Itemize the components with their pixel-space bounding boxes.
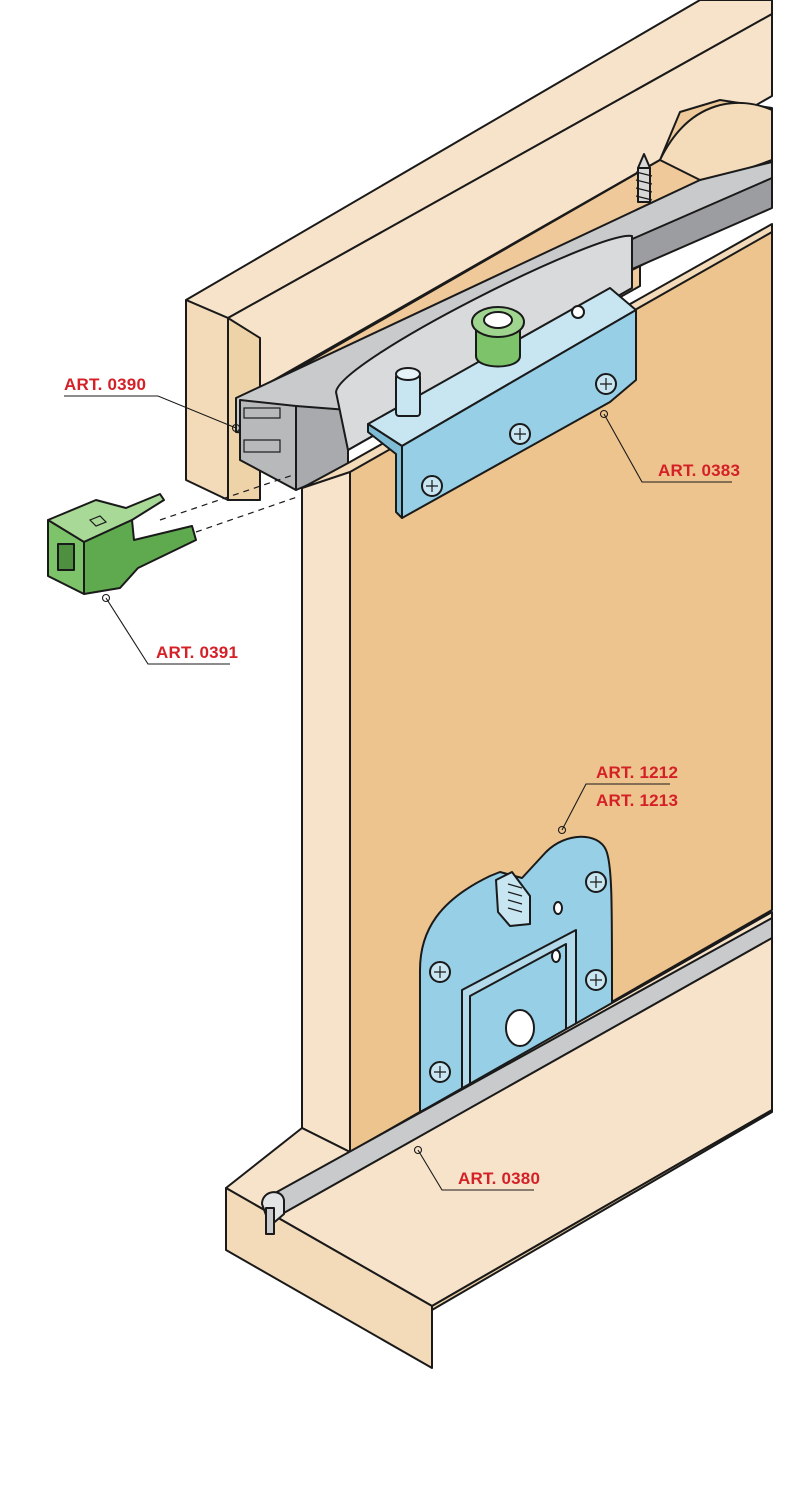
- bottom-rail: [261, 917, 773, 1235]
- top-guide-bracket: [367, 287, 637, 519]
- screw-icon: [585, 871, 607, 893]
- label-art-0383: ART. 0383: [658, 461, 740, 480]
- wood-screw-icon: [635, 153, 653, 203]
- screw-icon: [421, 475, 443, 497]
- label-art-0391: ART. 0391: [156, 643, 238, 662]
- top-panel: [185, 0, 773, 501]
- label-art-0390: ART. 0390: [64, 375, 146, 394]
- label-art-1212: ART. 1212: [596, 763, 678, 782]
- screw-icon: [429, 1061, 451, 1083]
- label-art-0380: ART. 0380: [458, 1169, 540, 1188]
- label-art-1213: ART. 1213: [596, 791, 678, 810]
- end-stop-clip: [47, 473, 301, 595]
- screw-icon: [429, 961, 451, 983]
- screw-icon: [509, 423, 531, 445]
- screw-icon: [595, 373, 617, 395]
- bottom-roller: [419, 835, 613, 1113]
- screw-icon: [585, 969, 607, 991]
- leader-lines: [64, 395, 732, 1191]
